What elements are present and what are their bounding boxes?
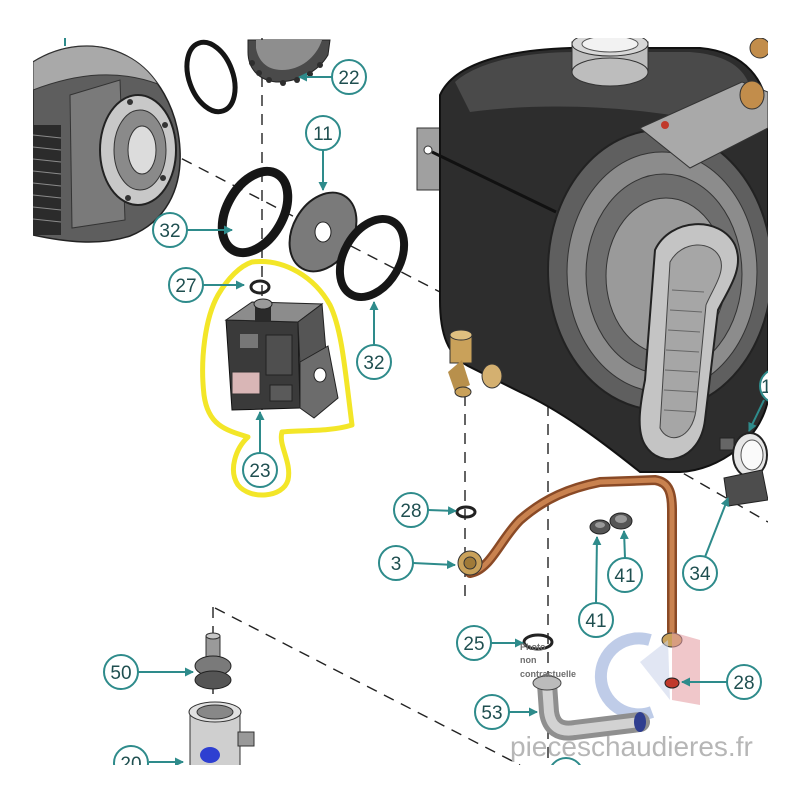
callout-label: 23 <box>249 461 270 482</box>
rubber-cap <box>589 519 611 535</box>
notice-line: contractuelle <box>520 669 576 679</box>
callout-label: 28 <box>733 673 754 694</box>
callout-label: 32 <box>363 353 384 374</box>
notice-line: Photo <box>520 642 546 652</box>
callout-34: 34 <box>682 497 730 591</box>
callout-50: 50 <box>103 654 194 690</box>
rubber-cap <box>609 512 633 530</box>
copper-pipe <box>465 474 683 648</box>
callout-20: 20 <box>113 745 184 775</box>
callout-label: 34 <box>689 564 711 585</box>
callout-27: 27 <box>168 267 245 303</box>
callout-label: 28 <box>400 501 421 522</box>
callout-label: 50 <box>110 663 131 684</box>
callout-53: 53 <box>474 694 538 730</box>
callout-28: 28 <box>393 492 457 528</box>
washer <box>455 505 477 519</box>
watermark-logo <box>594 632 700 721</box>
highlight-outline <box>200 258 355 498</box>
notice-line: non <box>520 655 537 665</box>
callout-edge: 1 <box>748 370 772 432</box>
gasket-ring <box>217 166 293 258</box>
callout-label: 27 <box>175 276 196 297</box>
clip <box>522 633 554 651</box>
o-ring <box>184 39 238 115</box>
callout-label: 20 <box>120 754 141 775</box>
callout-label: 25 <box>463 634 484 655</box>
callout-label: 11 <box>313 124 333 145</box>
o-ring-small <box>249 279 271 295</box>
drain-fitting <box>194 632 232 690</box>
callout-label: 41 <box>614 566 635 587</box>
callout-label: 53 <box>481 703 502 724</box>
callout-label: 41 <box>585 611 606 632</box>
gasket-ring <box>335 215 409 301</box>
gas-valve <box>224 298 339 419</box>
callout-label: 35 <box>555 766 576 787</box>
callout-35: 35 <box>551 757 581 787</box>
photo-notice: Photo non contractuelle <box>520 642 576 679</box>
pressure-gauge <box>719 432 768 507</box>
fan-assembly <box>33 45 181 243</box>
callout-28: 28 <box>681 664 762 700</box>
callout-label: 3 <box>391 554 402 575</box>
drain-valve <box>188 701 255 765</box>
callout-41: 41 <box>607 530 643 593</box>
heat-exchanger <box>416 38 768 473</box>
callout-22: 22 <box>298 59 367 95</box>
callout-23: 23 <box>242 411 278 488</box>
callout-32: 32 <box>356 301 392 380</box>
axis-dashed-line <box>214 607 521 765</box>
watermark-text: pieceschaudieres.fr <box>510 731 753 762</box>
callout-25: 25 <box>456 625 524 661</box>
burner-flange <box>247 39 331 86</box>
pipe-nut <box>457 550 483 576</box>
callout-32: 32 <box>152 212 233 248</box>
callout-11: 11 <box>305 115 341 191</box>
callout-label: 22 <box>338 68 359 89</box>
callout-label: 1 <box>761 377 772 398</box>
callout-label: 32 <box>159 221 180 242</box>
washer-red <box>664 677 680 689</box>
callout-3: 3 <box>378 545 456 581</box>
callout-41: 41 <box>578 536 614 638</box>
condensate-pipe <box>532 674 650 741</box>
